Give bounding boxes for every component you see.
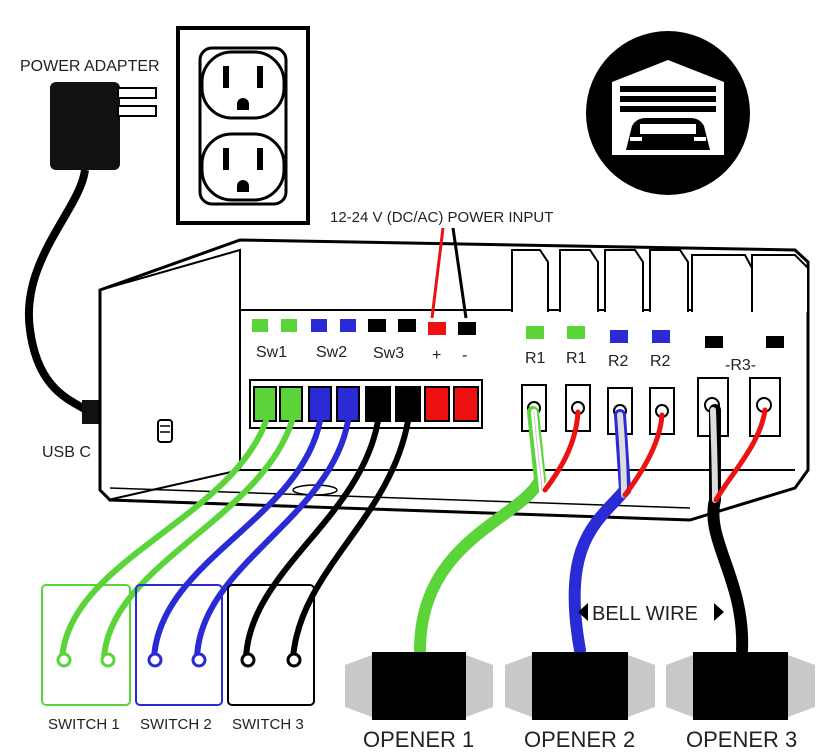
plus-label: + — [432, 347, 441, 364]
power-adapter-label: POWER ADAPTER — [20, 58, 160, 75]
sw1-label: Sw1 — [256, 344, 287, 361]
switch-box-2 — [135, 584, 223, 706]
garage-car-icon — [586, 31, 750, 195]
power-input-label: 12-24 V (DC/AC) POWER INPUT — [330, 209, 553, 226]
opener-2-label: OPENER 2 — [524, 727, 635, 752]
opener-3 — [666, 652, 815, 720]
usb-c-label: USB C — [42, 444, 91, 461]
switch-wires — [59, 418, 411, 661]
r1-label-a: R1 — [525, 350, 546, 367]
terminal-color-indicators — [252, 319, 784, 348]
power-input-leads — [430, 227, 468, 319]
opener-2 — [505, 652, 655, 720]
bell-wire-label: BELL WIRE — [592, 603, 698, 625]
switch-box-1 — [41, 584, 131, 706]
r2-label-a: R2 — [608, 353, 629, 370]
opener-1 — [345, 652, 493, 720]
sw2-label: Sw2 — [316, 344, 347, 361]
bell-wire-left-arrow-icon — [578, 603, 588, 621]
power-outlet-icon — [176, 26, 310, 225]
switch-3-label: SWITCH 3 — [232, 716, 304, 733]
opener-3-label: OPENER 3 — [686, 727, 797, 752]
minus-label: - — [462, 347, 467, 364]
opener-wires — [414, 404, 768, 656]
bell-wire-right-arrow-icon — [714, 603, 724, 621]
r2-label-b: R2 — [650, 353, 671, 370]
sw3-label: Sw3 — [373, 345, 404, 362]
switch-terminal-block — [249, 379, 483, 429]
opener-1-label: OPENER 1 — [363, 727, 474, 752]
r1-label-b: R1 — [566, 350, 587, 367]
switch-2-label: SWITCH 2 — [140, 716, 212, 733]
switch-1-label: SWITCH 1 — [48, 716, 120, 733]
r3-label: -R3- — [725, 357, 756, 374]
switch-box-3 — [227, 584, 315, 706]
